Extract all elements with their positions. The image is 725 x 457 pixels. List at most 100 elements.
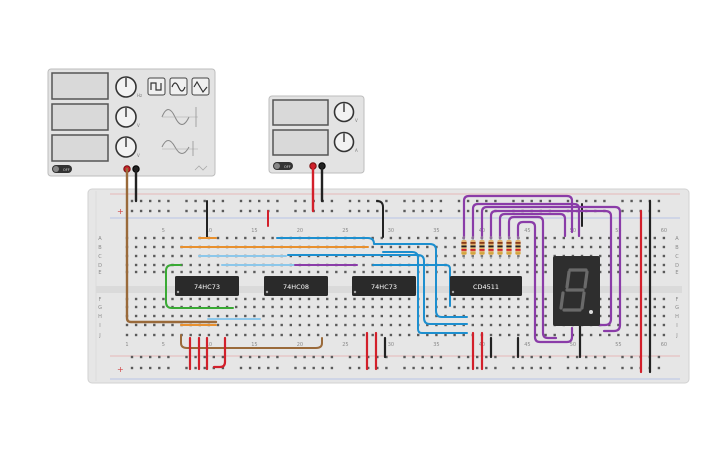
wire-purple-seg-3[interactable] [480,205,622,333]
resistor[interactable] [497,236,503,259]
wire-blue-1[interactable] [276,237,468,318]
wire-purple-seg-4[interactable] [489,209,613,327]
column-number-bottom: 55 [615,342,621,348]
sine-wave-icon [171,82,186,92]
row-letter-right: H [675,314,679,320]
rail-plus-top: + [117,207,124,216]
ps-display-current [272,129,329,156]
wire-bottom-red-4[interactable] [212,336,227,369]
fg-power-switch[interactable]: OFF [52,165,72,173]
row-letter-left: J [98,333,100,339]
wires[interactable] [125,164,652,374]
square-wave-icon [150,82,162,91]
row-letter-left: D [98,263,102,269]
column-number-top: 35 [433,228,439,234]
column-number-top: 45 [524,228,530,234]
row-letter-left: C [98,254,102,260]
sine-wave-button[interactable] [169,77,188,96]
chip-label-0: 74HC73 [194,283,220,291]
wire-rail-top-3[interactable] [376,200,384,238]
wire-green[interactable] [165,264,234,309]
triangle-wave-icon [193,80,208,94]
resistor[interactable] [470,236,476,259]
fg-output-icon [194,165,208,171]
wire-purple-seg-5[interactable] [498,212,567,240]
wire-fg-positive[interactable] [125,167,218,324]
fg-power-label: OFF [63,168,70,172]
column-number-top: 25 [342,228,348,234]
ps-power-switch[interactable]: OFF [273,162,293,170]
fg-knob-label-2: V [137,153,140,158]
row-letter-right: G [675,305,679,311]
row-letter-left: I [99,323,100,329]
fg-knob-label-0: Hz [137,93,142,98]
wire-purple-seg-7[interactable] [516,220,574,344]
wire-blue-3[interactable] [382,251,468,334]
column-number-bottom: 10 [206,342,212,348]
column-number-top: 15 [251,228,257,234]
square-wave-button[interactable] [147,77,166,96]
ps-display-voltage [272,99,329,126]
triangle-wave-button[interactable] [191,77,210,96]
wire-blue-4[interactable] [372,264,451,307]
power-supply[interactable]: V A OFF [268,95,365,174]
chip-74hc08[interactable]: 74HC08 [264,276,328,296]
row-letter-left: B [98,245,102,251]
wire-purple-seg-6[interactable] [507,215,558,340]
column-number-bottom: 15 [251,342,257,348]
column-number-top: 20 [297,228,303,234]
column-number-bottom: 20 [297,342,303,348]
column-number-top: 60 [661,228,667,234]
column-number-bottom: 50 [570,342,576,348]
row-letter-right: I [676,323,677,329]
wire-brown-bottom[interactable] [180,334,323,349]
resistor-array[interactable] [461,236,521,259]
resistor[interactable] [488,236,494,259]
chip-label-3: CD4511 [473,283,499,291]
seven-segment-digit-icon [559,268,589,312]
ps-knob-label-0: V [355,118,358,123]
resistor[interactable] [461,236,467,259]
display-digit: 8 [576,299,577,301]
column-number-bottom: 25 [342,342,348,348]
rail-plus-bottom: + [117,365,124,374]
row-letter-right: D [675,263,679,269]
column-number-bottom: 35 [433,342,439,348]
chip-label-1: 74HC08 [283,283,309,291]
row-letter-left: A [98,236,102,242]
row-letter-right: B [675,245,679,251]
resistor[interactable] [479,236,485,259]
row-letter-left: H [98,314,102,320]
ps-power-label: OFF [284,165,291,169]
chip-74hc73-1[interactable]: 74HC73 [175,276,239,296]
chip-74hc73-2[interactable]: 74HC73 [352,276,416,296]
row-letter-right: A [675,236,679,242]
column-number-top: 10 [206,228,212,234]
column-number-bottom: 60 [661,342,667,348]
column-number-bottom: 1 [125,342,128,348]
row-letter-right: F [676,297,679,303]
function-generator[interactable]: Hz V V OFF [47,68,216,177]
wire-blue-2[interactable] [287,254,468,325]
seven-segment-display[interactable]: 8 [553,256,600,326]
row-letter-left: E [98,270,101,276]
fg-display-frequency [51,72,109,100]
wire-purple-seg-1[interactable] [462,194,574,240]
fg-knob-label-1: V [137,123,140,128]
chip-label-2: 74HC73 [371,283,397,291]
column-number-top: 5 [162,228,165,234]
row-letter-right: E [675,270,678,276]
resistor[interactable] [515,236,521,259]
ps-knob-label-1: A [355,148,358,153]
column-number-top: 30 [388,228,394,234]
row-letter-right: C [675,254,679,260]
resistor[interactable] [506,236,512,259]
ic-chips[interactable]: 74HC73 74HC08 74HC73 CD4511 [175,276,522,296]
decimal-point-icon [589,310,593,314]
row-letter-left: F [99,297,102,303]
column-number-top: 55 [615,228,621,234]
offset-diagram-icon [161,140,190,154]
chip-cd4511[interactable]: CD4511 [450,276,522,296]
